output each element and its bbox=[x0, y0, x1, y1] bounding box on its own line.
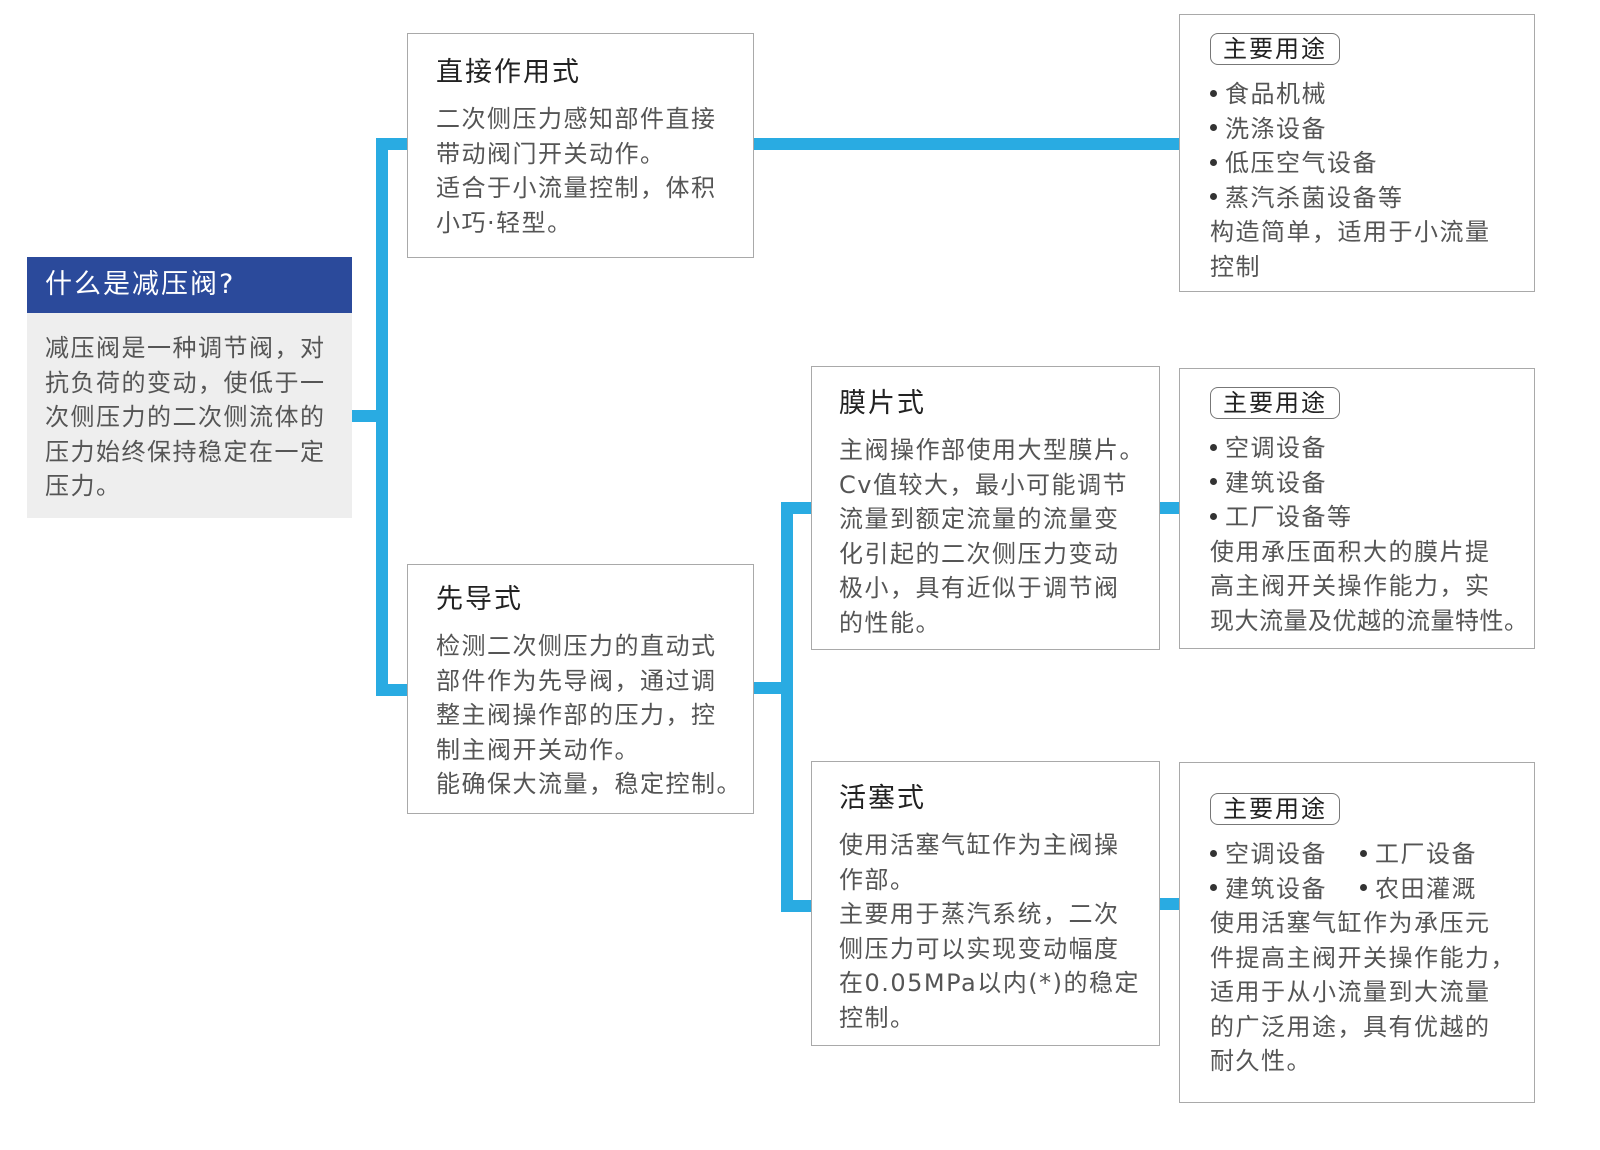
piston-uses-note: 适用于从小流量到大流量 bbox=[1210, 978, 1491, 1006]
list-item: 空调设备 bbox=[1210, 431, 1534, 466]
bullet-icon bbox=[1210, 443, 1217, 451]
diaphragm-uses-note: 高主阀开关操作能力，实 bbox=[1210, 572, 1491, 600]
list-row: 建筑设备农田灌溉 bbox=[1210, 872, 1534, 907]
root-node: 什么是减压阀? 减压阀是一种调节阀，对 抗负荷的变动，使低于一 次侧压力的二次侧… bbox=[27, 257, 352, 518]
pilot-title: 先导式 bbox=[436, 584, 523, 615]
list-item: 洗涤设备 bbox=[1210, 112, 1534, 147]
list-item: 蒸汽杀菌设备等 bbox=[1210, 181, 1534, 216]
connector-to-pilot bbox=[376, 684, 408, 696]
diaphragm-line: 主阀操作部使用大型膜片。 bbox=[839, 436, 1145, 464]
connector-to-diaphragm bbox=[781, 502, 813, 514]
root-line: 压力始终保持稳定在一定 bbox=[45, 437, 326, 466]
direct-line: 小巧·轻型。 bbox=[436, 208, 573, 237]
diaphragm-description: 主阀操作部使用大型膜片。 Cv值较大，最小可能调节 流量到额定流量的流量变 化引… bbox=[839, 433, 1159, 640]
diaphragm-line: 的性能。 bbox=[839, 608, 941, 637]
piston-line: 使用活塞气缸作为主阀操 bbox=[839, 831, 1120, 859]
direct-line: 二次侧压力感知部件直接 bbox=[436, 105, 717, 133]
connector-to-piston bbox=[781, 900, 813, 912]
bullet-icon bbox=[1210, 478, 1217, 485]
direct-uses-note: 构造简单，适用于小流量 bbox=[1210, 218, 1491, 246]
piston-node: 活塞式 使用活塞气缸作为主阀操 作部。 主要用于蒸汽系统，二次 侧压力可以实现变… bbox=[811, 761, 1160, 1046]
list-row: 空调设备工厂设备 bbox=[1210, 837, 1534, 872]
piston-line: 在0.05MPa以内(*)的稳定 bbox=[839, 969, 1140, 997]
direct-acting-node: 直接作用式 二次侧压力感知部件直接 带动阀门开关动作。 适合于小流量控制，体积 … bbox=[407, 33, 754, 258]
list-item: 建筑设备 bbox=[1210, 466, 1534, 501]
piston-uses-note: 耐久性。 bbox=[1210, 1047, 1312, 1075]
direct-acting-description: 二次侧压力感知部件直接 带动阀门开关动作。 适合于小流量控制，体积 小巧·轻型。 bbox=[436, 102, 753, 240]
pilot-line: 检测二次侧压力的直动式 bbox=[436, 632, 717, 660]
bullet-icon bbox=[1210, 884, 1217, 891]
diaphragm-uses-badge: 主要用途 bbox=[1210, 387, 1340, 419]
list-item: 工厂设备等 bbox=[1210, 500, 1534, 535]
bullet-icon bbox=[1210, 849, 1217, 857]
list-item: 食品机械 bbox=[1210, 77, 1534, 112]
pilot-node: 先导式 检测二次侧压力的直动式 部件作为先导阀，通过调 整主阀操作部的压力，控 … bbox=[407, 564, 754, 814]
direct-uses-list: 食品机械 洗涤设备 低压空气设备 蒸汽杀菌设备等 构造简单，适用于小流量 控制 bbox=[1210, 77, 1534, 284]
bullet-icon bbox=[1360, 884, 1367, 891]
diaphragm-uses-note: 使用承压面积大的膜片提 bbox=[1210, 537, 1491, 566]
pilot-line: 制主阀开关动作。 bbox=[436, 735, 640, 764]
piston-line: 主要用于蒸汽系统，二次 bbox=[839, 900, 1120, 928]
bullet-icon bbox=[1360, 849, 1367, 857]
piston-uses-badge: 主要用途 bbox=[1210, 793, 1340, 825]
root-description: 减压阀是一种调节阀，对 抗负荷的变动，使低于一 次侧压力的二次侧流体的 压力始终… bbox=[27, 313, 352, 504]
root-line: 减压阀是一种调节阀，对 bbox=[45, 334, 326, 362]
direct-uses-box: 主要用途 食品机械 洗涤设备 低压空气设备 蒸汽杀菌设备等 构造简单，适用于小流… bbox=[1179, 14, 1535, 292]
diaphragm-title: 膜片式 bbox=[839, 388, 926, 419]
piston-line: 控制。 bbox=[839, 1003, 916, 1032]
connector-direct-uses bbox=[753, 138, 1181, 150]
piston-uses-note: 件提高主阀开关操作能力， bbox=[1210, 943, 1516, 972]
list-item: 工厂设备 bbox=[1360, 837, 1510, 872]
connector-pilot-out bbox=[753, 682, 787, 694]
diaphragm-line: 极小，具有近似于调节阀 bbox=[839, 574, 1120, 602]
connector-trunk-sub bbox=[781, 502, 793, 912]
direct-uses-badge: 主要用途 bbox=[1210, 33, 1340, 65]
root-header: 什么是减压阀? bbox=[27, 257, 352, 313]
piston-uses-list: 空调设备工厂设备 建筑设备农田灌溉 使用活塞气缸作为承压元 件提高主阀开关操作能… bbox=[1210, 837, 1534, 1079]
bullet-icon bbox=[1210, 89, 1217, 97]
piston-description: 使用活塞气缸作为主阀操 作部。 主要用于蒸汽系统，二次 侧压力可以实现变动幅度 … bbox=[839, 828, 1159, 1035]
bullet-icon bbox=[1210, 124, 1217, 131]
diaphragm-line: 化引起的二次侧压力变动 bbox=[839, 539, 1120, 568]
diaphragm-line: Cv值较大，最小可能调节 bbox=[839, 470, 1128, 499]
piston-line: 作部。 bbox=[839, 865, 916, 894]
bullet-icon bbox=[1210, 512, 1217, 520]
pilot-description: 检测二次侧压力的直动式 部件作为先导阀，通过调 整主阀操作部的压力，控 制主阀开… bbox=[436, 629, 753, 802]
direct-line: 带动阀门开关动作。 bbox=[436, 139, 666, 168]
pilot-line: 部件作为先导阀，通过调 bbox=[436, 666, 717, 695]
direct-line: 适合于小流量控制，体积 bbox=[436, 174, 717, 202]
root-line: 次侧压力的二次侧流体的 bbox=[45, 403, 326, 431]
diaphragm-node: 膜片式 主阀操作部使用大型膜片。 Cv值较大，最小可能调节 流量到额定流量的流量… bbox=[811, 366, 1160, 650]
pilot-line: 能确保大流量，稳定控制。 bbox=[436, 770, 742, 798]
diaphragm-uses-note: 现大流量及优越的流量特性。 bbox=[1210, 606, 1529, 635]
diaphragm-uses-list: 空调设备 建筑设备 工厂设备等 使用承压面积大的膜片提 高主阀开关操作能力，实 … bbox=[1210, 431, 1534, 638]
connector-to-direct bbox=[376, 138, 408, 150]
root-line: 抗负荷的变动，使低于一 bbox=[45, 368, 326, 397]
piston-uses-note: 使用活塞气缸作为承压元 bbox=[1210, 909, 1491, 937]
piston-uses-box: 主要用途 空调设备工厂设备 建筑设备农田灌溉 使用活塞气缸作为承压元 件提高主阀… bbox=[1179, 762, 1535, 1103]
connector-root bbox=[352, 410, 382, 422]
direct-acting-title: 直接作用式 bbox=[436, 57, 581, 88]
diaphragm-line: 流量到额定流量的流量变 bbox=[839, 505, 1120, 533]
connector-piston-uses bbox=[1159, 898, 1181, 910]
bullet-icon bbox=[1210, 193, 1217, 200]
list-item: 建筑设备 bbox=[1210, 872, 1360, 907]
pilot-line: 整主阀操作部的压力，控 bbox=[436, 701, 717, 729]
list-item: 空调设备 bbox=[1210, 837, 1360, 872]
list-item: 低压空气设备 bbox=[1210, 146, 1534, 181]
root-title: 什么是减压阀? bbox=[45, 269, 236, 300]
piston-line: 侧压力可以实现变动幅度 bbox=[839, 934, 1120, 963]
diaphragm-uses-box: 主要用途 空调设备 建筑设备 工厂设备等 使用承压面积大的膜片提 高主阀开关操作… bbox=[1179, 368, 1535, 649]
connector-diaphragm-uses bbox=[1159, 502, 1181, 514]
root-line: 压力。 bbox=[45, 472, 122, 500]
piston-title: 活塞式 bbox=[839, 783, 926, 814]
direct-uses-note: 控制 bbox=[1210, 252, 1261, 281]
bullet-icon bbox=[1210, 158, 1217, 166]
piston-uses-note: 的广泛用途，具有优越的 bbox=[1210, 1012, 1491, 1041]
list-item: 农田灌溉 bbox=[1360, 872, 1510, 907]
connector-trunk-main bbox=[376, 138, 388, 696]
